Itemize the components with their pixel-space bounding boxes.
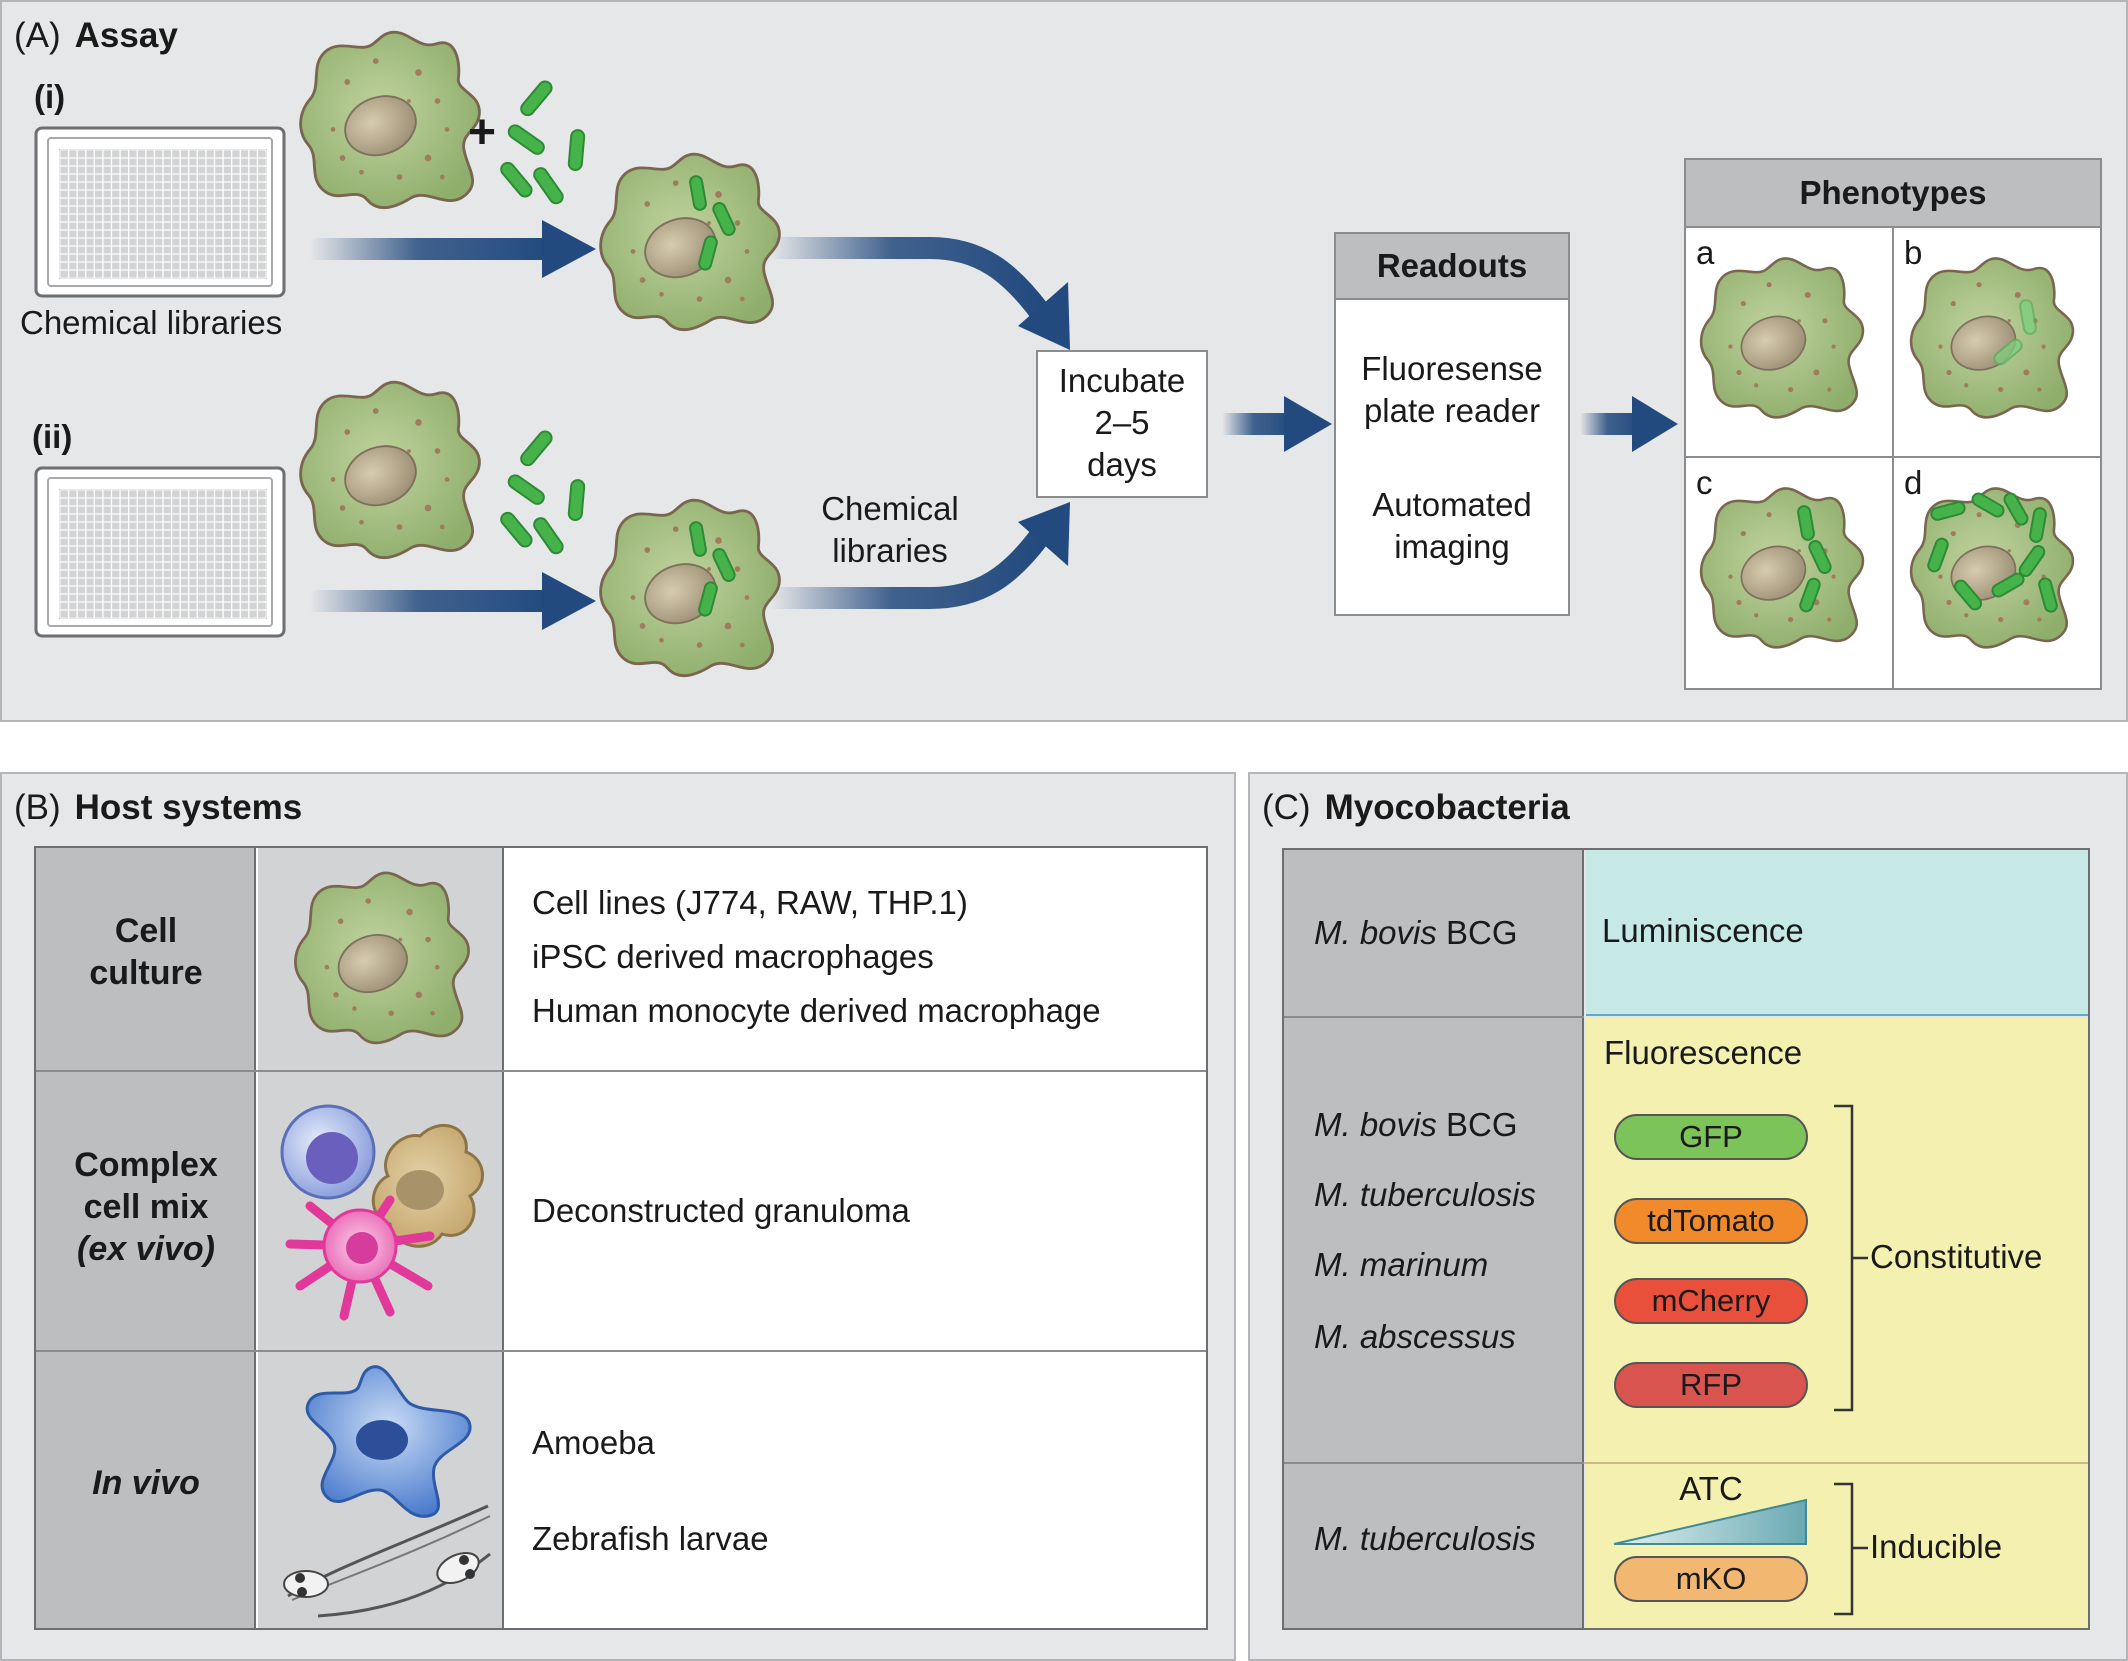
complex-cell-mix-icon	[280, 1104, 484, 1321]
reporter-rfp: RFP	[1614, 1362, 1808, 1408]
macrophage-uninfected-1	[299, 30, 481, 210]
row2-readout: Fluorescence	[1604, 1034, 1803, 1071]
incubate-box: Incubate 2–5 days	[1036, 350, 1208, 498]
reporter-mcherry: mCherry	[1614, 1278, 1808, 1324]
row2-species-abscessus: M. abscessus	[1314, 1318, 1516, 1355]
readouts-box: Readouts Fluoresense plate reader Automa…	[1334, 232, 1570, 616]
free-bacteria-2	[500, 430, 586, 555]
macrophage-infected-1	[599, 152, 781, 332]
row-i-label: (i)	[34, 78, 66, 115]
phenotype-label-c: c	[1696, 464, 1713, 501]
phenotype-label-a: a	[1696, 234, 1715, 271]
inducible-label: Inducible	[1870, 1528, 2003, 1565]
host-item-amoeba: Amoeba	[532, 1424, 655, 1461]
phenotype-label-b: b	[1904, 234, 1923, 271]
host-macrophage-icon	[294, 871, 470, 1045]
panel-a-name: Assay	[74, 16, 178, 55]
reporter-gfp: GFP	[1614, 1114, 1808, 1160]
arrow-row-ii-1	[310, 572, 596, 630]
row2-species-tuberculosis: M. tuberculosis	[1314, 1176, 1536, 1213]
macrophage-infected-2	[599, 498, 781, 678]
plus-sign: +	[468, 106, 497, 159]
readout-imaging: Automated imaging	[1372, 486, 1532, 565]
chemical-libraries-label-2: Chemical libraries	[821, 490, 959, 569]
host-row-in-vivo-header: In vivo	[92, 1464, 200, 1502]
zebrafish-larvae-icon	[283, 1504, 491, 1618]
phenotype-b-cell	[1909, 257, 2075, 419]
panel-a-title: (A) Assay	[14, 16, 178, 56]
constitutive-label: Constitutive	[1870, 1238, 2043, 1275]
free-bacteria-1	[500, 80, 586, 205]
arrow-row-i-1	[310, 220, 596, 278]
host-item-ipsc: iPSC derived macrophages	[532, 938, 934, 975]
arrow-row-i-2	[770, 237, 1070, 350]
row2-species-bovis: M. bovis BCG	[1314, 1106, 1518, 1143]
phenotype-label-d: d	[1904, 464, 1923, 501]
panel-c-name: Myocobacteria	[1324, 788, 1570, 827]
inducer-label: ATC	[1679, 1470, 1743, 1507]
panel-b-name: Host systems	[74, 788, 303, 827]
host-row-cell-culture-header: Cell culture	[89, 912, 203, 992]
host-item-monocyte: Human monocyte derived macrophage	[532, 992, 1101, 1029]
row1-readout: Luminiscence	[1602, 912, 1804, 949]
phenotype-a-cell	[1699, 257, 1865, 419]
host-row-complex-header: Complex cell mix (ex vivo)	[74, 1146, 218, 1268]
macrophage-uninfected-2	[299, 380, 481, 560]
arrow-to-phenotypes	[1580, 396, 1678, 452]
readout-plate-reader: Fluoresense plate reader	[1361, 350, 1543, 429]
myocobacteria-table: M. bovis BCG Luminiscence M. bovis BCG M…	[1282, 848, 2090, 1630]
host-item-zebrafish: Zebrafish larvae	[532, 1520, 769, 1557]
host-item-cell-lines: Cell lines (J774, RAW, THP.1)	[532, 884, 968, 921]
row-ii-label: (ii)	[32, 418, 73, 455]
inducible-bracket	[1834, 1482, 1868, 1616]
row1-species-bovis: M. bovis BCG	[1314, 914, 1518, 951]
panel-b-title: (B) Host systems	[14, 788, 302, 828]
readouts-title: Readouts	[1336, 234, 1568, 300]
phenotype-c-cell	[1699, 487, 1865, 649]
host-item-granuloma: Deconstructed granuloma	[532, 1192, 910, 1229]
reporter-mko: mKO	[1614, 1556, 1808, 1602]
row2-species-marinum: M. marinum	[1314, 1246, 1489, 1283]
arrow-row-ii-2	[770, 502, 1070, 609]
well-plate-1	[34, 126, 286, 298]
panel-b-letter: (B)	[14, 788, 61, 827]
well-plate-2	[34, 466, 286, 638]
host-systems-table: Cell culture Complex cell mix (ex vivo) …	[34, 846, 1208, 1630]
reporter-tdtomato: tdTomato	[1614, 1198, 1808, 1244]
panel-a-letter: (A)	[14, 16, 61, 55]
constitutive-bracket	[1834, 1104, 1868, 1412]
row3-species-tuberculosis: M. tuberculosis	[1314, 1520, 1536, 1557]
arrow-to-readouts	[1222, 396, 1332, 452]
panel-c-letter: (C)	[1262, 788, 1311, 827]
atc-gradient-wedge	[1613, 1498, 1807, 1545]
phenotype-d-cell	[1909, 487, 2075, 649]
amoeba-icon	[305, 1365, 472, 1518]
panel-c-title: (C) Myocobacteria	[1262, 788, 1570, 828]
chemical-libraries-label-1: Chemical libraries	[20, 304, 283, 341]
phenotypes-title: Phenotypes	[1686, 160, 2100, 228]
